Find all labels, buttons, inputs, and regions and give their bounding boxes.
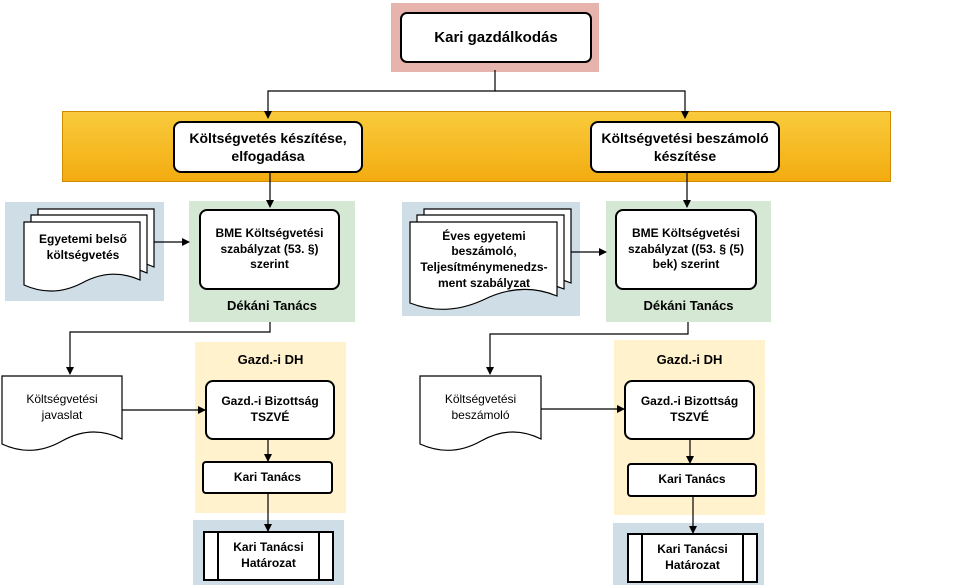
top-node-kari-gazdalkodas: Kari gazdálkodás: [400, 12, 592, 63]
left-faculty-council-label: Kari Tanács: [233, 469, 302, 484]
left-council-label: Dékáni Tanács: [226, 298, 318, 313]
right-gazd-dh-label: Gazd.-i DH: [656, 352, 723, 367]
left-resolution-node: Kari Tanácsi Határozat: [203, 531, 334, 581]
right-report-label: Költségvetési beszámoló: [444, 392, 517, 422]
top-node-label: Kari gazdálkodás: [434, 28, 558, 46]
left-faculty-council-node: Kari Tanács: [202, 461, 333, 494]
left-committee-label: Gazd.-i Bizottság TSZVÉ: [221, 394, 319, 424]
left-proposal-label: Költségvetési javaslat: [26, 392, 98, 422]
right-resolution-node: Kari Tanácsi Határozat: [627, 533, 758, 583]
right-faculty-council-label: Kari Tanács: [658, 472, 726, 487]
right-resolution-bar-left: [641, 535, 643, 581]
right-resolution-label: Kari Tanácsi Határozat: [657, 542, 728, 572]
left-resolution-label: Kari Tanácsi Határozat: [233, 540, 304, 570]
right-header-node: Költségvetési beszámoló készítése: [590, 121, 780, 173]
right-resolution-bar-right: [742, 535, 744, 581]
left-regulation-node: BME Költségvetési szabályzat (53. §) sze…: [199, 209, 340, 290]
right-committee-node: Gazd.-i Bizottság TSZVÉ: [624, 380, 755, 440]
left-gazd-dh-label: Gazd.-i DH: [237, 352, 304, 367]
right-doc-label: Éves egyetemi beszámoló, Teljesítménymen…: [420, 228, 548, 290]
left-doc-label: Egyetemi belső költségvetés: [38, 232, 128, 262]
left-resolution-bar-left: [217, 533, 219, 579]
left-committee-node: Gazd.-i Bizottság TSZVÉ: [205, 380, 335, 440]
left-header-node: Költségvetés készítése, elfogadása: [173, 121, 363, 173]
left-regulation-label: BME Költségvetési szabályzat (53. §) sze…: [215, 226, 324, 272]
right-faculty-council-node: Kari Tanács: [627, 463, 757, 497]
right-header-label: Költségvetési beszámoló készítése: [601, 129, 769, 164]
left-resolution-bar-right: [318, 533, 320, 579]
left-header-label: Költségvetés készítése, elfogadása: [189, 129, 347, 164]
right-council-label: Dékáni Tanács: [643, 298, 734, 313]
right-regulation-label: BME Költségvetési szabályzat ((53. § (5)…: [627, 226, 745, 272]
right-regulation-node: BME Költségvetési szabályzat ((53. § (5)…: [615, 209, 757, 290]
right-committee-label: Gazd.-i Bizottság TSZVÉ: [640, 394, 739, 424]
